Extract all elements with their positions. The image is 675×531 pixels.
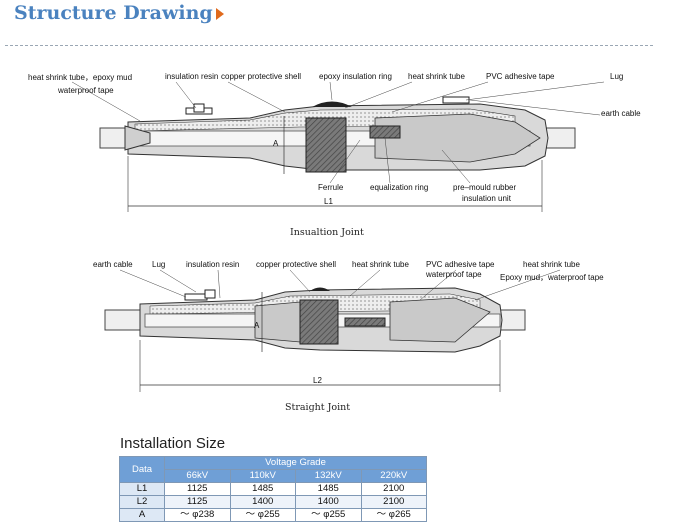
- installation-size-table: Data Voltage Grade 66kV 110kV 132kV 220k…: [119, 456, 427, 522]
- table-cell: 1400: [229, 495, 296, 509]
- table-row: A ～ φ238 ～ φ255 ～ φ255 ～ φ265: [119, 508, 427, 522]
- insulation-joint-caption: Insualtion Joint: [290, 227, 364, 238]
- table-row: L1 1125 1485 1485 2100: [119, 482, 427, 496]
- table-cell: ～ φ265: [360, 508, 427, 522]
- label-insulation-resin: insulation resin: [165, 72, 219, 81]
- label-lug-2: Lug: [152, 260, 166, 269]
- dimension-l2-label: L2: [313, 376, 322, 385]
- label-waterproof-tape: waterproof tape: [58, 86, 114, 95]
- voltage-grade-header: Voltage Grade: [164, 456, 427, 470]
- dimension-a-label-2: A: [254, 321, 260, 330]
- label-insulation-resin-2: insulation resin: [186, 260, 240, 269]
- column-header: 66kV: [164, 469, 231, 483]
- label-heat-shrink: heat shrink tube: [408, 72, 465, 81]
- dimension-a-label: A: [273, 139, 279, 148]
- straight-joint-caption: Straight Joint: [285, 402, 351, 413]
- label-heat-shrink-epoxy: heat shrink tube，epoxy mud: [28, 73, 133, 82]
- label-ferrule: Ferrule: [318, 183, 344, 192]
- label-heat-shrink-3: heat shrink tube: [523, 260, 580, 269]
- label-heat-shrink-2: heat shrink tube: [352, 260, 409, 269]
- column-header: 220kV: [360, 469, 427, 483]
- row-label: L1: [119, 482, 165, 496]
- label-equalization-ring: equalization ring: [370, 183, 429, 192]
- table-cell: 1125: [164, 482, 231, 496]
- label-copper-shell-2: copper protective shell: [256, 260, 337, 269]
- insulation-joint-drawing: [71, 81, 605, 212]
- installation-size-title: Installation Size: [120, 435, 226, 452]
- arrow-icon: [216, 8, 224, 20]
- table-row: L2 1125 1400 1400 2100: [119, 495, 427, 509]
- table-cell: ～ φ238: [164, 508, 231, 522]
- label-earth-cable-2: earth cable: [93, 260, 133, 269]
- label-waterproof-tape-2: waterproof tape: [426, 270, 482, 279]
- table-cell: 1485: [229, 482, 296, 496]
- label-premould-rubber: pre–mould rubber: [453, 183, 517, 192]
- column-header: 110kV: [229, 469, 296, 483]
- table-cell: 2100: [360, 495, 427, 509]
- straight-joint-drawing: [104, 269, 561, 392]
- table-cell: 1400: [295, 495, 362, 509]
- table-cell: 1125: [164, 495, 231, 509]
- dimension-l1-label: L1: [324, 197, 333, 206]
- label-copper-shell: copper protective shell: [221, 72, 302, 81]
- row-label: L2: [119, 495, 165, 509]
- column-header: 132kV: [295, 469, 362, 483]
- label-lug: Lug: [610, 72, 624, 81]
- table-cell: ～ φ255: [295, 508, 362, 522]
- label-insulation-unit: insulation unit: [462, 194, 511, 203]
- table-cell: ～ φ255: [229, 508, 296, 522]
- page-title: Structure Drawing: [14, 2, 213, 24]
- row-label: A: [119, 508, 165, 522]
- data-header: Data: [119, 456, 165, 483]
- label-earth-cable: earth cable: [601, 109, 641, 118]
- label-pvc-tape-2: PVC adhesive tape: [426, 260, 495, 269]
- table-cell: 1485: [295, 482, 362, 496]
- label-pvc-tape: PVC adhesive tape: [486, 72, 555, 81]
- label-epoxy-waterproof: Epoxy mud，waterproof tape: [500, 273, 604, 282]
- divider: [5, 45, 653, 46]
- label-epoxy-ring: epoxy insulation ring: [319, 72, 392, 81]
- table-cell: 2100: [360, 482, 427, 496]
